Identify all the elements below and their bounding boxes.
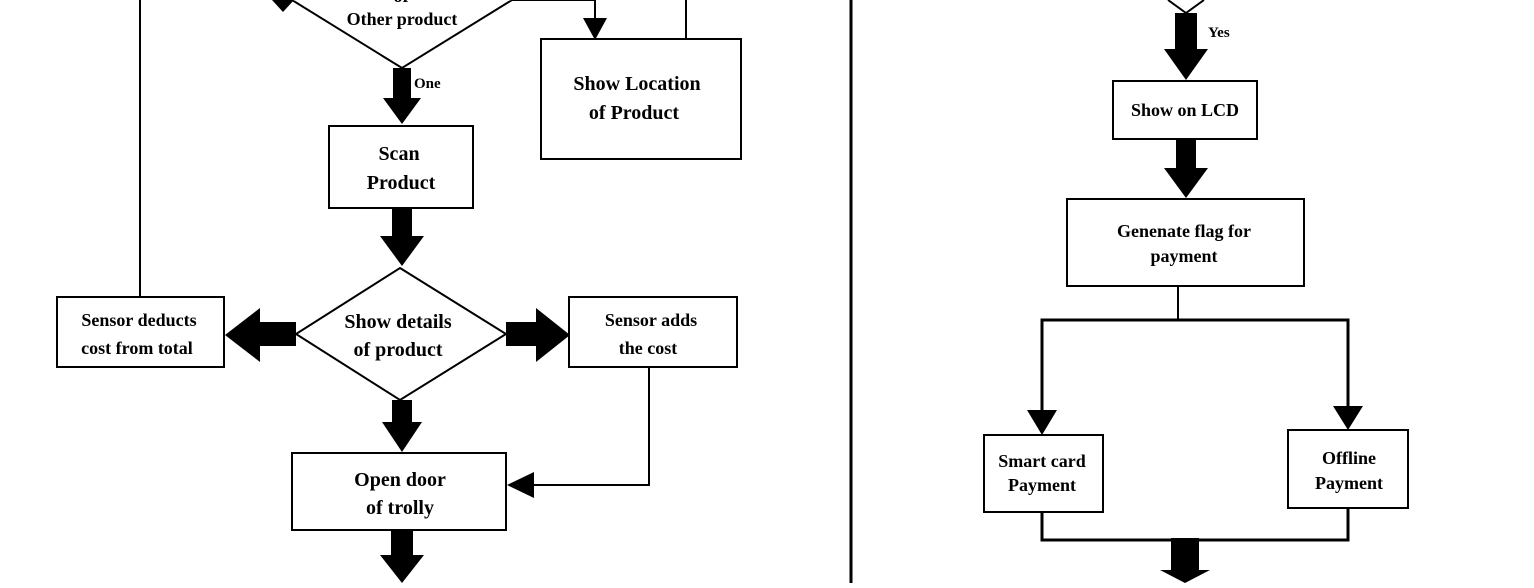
generate-flag-line1: Genenate flag for [1117, 221, 1251, 241]
arrowhead-show-location [583, 18, 607, 40]
show-details-diamond [294, 266, 508, 402]
thick-arrowhead-deducts [225, 308, 260, 362]
sensor-deducts-line1: Sensor deducts [81, 310, 196, 330]
thick-arrowhead-lcd [1164, 168, 1208, 198]
connector-split [1040, 318, 1350, 412]
thick-arrowhead-exit [380, 555, 424, 583]
sensor-adds-line2: the cost [619, 338, 677, 358]
edge-label-one: One [414, 76, 441, 92]
thick-arrowhead-adds [536, 308, 570, 362]
show-location-box [540, 38, 742, 160]
show-details-line1: Show details [344, 311, 451, 333]
thick-arrow-shaft-deducts [256, 322, 296, 346]
decision-top-line1: or [394, 0, 411, 6]
arrowhead-into-decision [272, 0, 294, 12]
scan-product-line1: Scan [378, 143, 419, 165]
show-lcd-label: Show on LCD [1131, 100, 1239, 120]
arrowhead-offline [1333, 406, 1363, 430]
decision-top-line2: Other product [347, 9, 458, 29]
smart-card-box [983, 434, 1104, 513]
thick-arrow-shaft-exit [391, 530, 413, 556]
thick-arrow-shaft-adds [506, 322, 540, 346]
offline-box [1287, 429, 1409, 509]
smart-card-line1: Smart card [998, 451, 1085, 471]
sensor-deducts-line2: cost from total [81, 338, 193, 358]
open-door-line2: of trolly [366, 497, 434, 519]
arrowhead-adds-to-door [507, 472, 534, 498]
arrowhead-smart-card [1027, 410, 1057, 435]
thick-arrowhead-door [382, 422, 422, 452]
thick-arrow-shaft-merge [1171, 538, 1199, 572]
sensor-deducts-box [56, 296, 225, 368]
scan-product-line2: Product [367, 172, 436, 194]
smart-card-line2: Payment [1008, 475, 1076, 495]
show-details-line2: of product [353, 339, 442, 361]
open-door-line1: Open door [354, 469, 446, 491]
scan-product-box [328, 125, 474, 209]
sensor-adds-box [568, 296, 738, 368]
show-location-line2: of Product [589, 102, 680, 124]
connector-to-show-location [512, 0, 596, 22]
thick-arrowhead-scan [380, 236, 424, 266]
thick-arrow-shaft-lcd [1176, 139, 1196, 171]
thick-arrowhead-merge [1160, 570, 1210, 583]
thick-arrowhead-yes [1164, 49, 1208, 80]
thick-arrow-shaft-scan [392, 208, 412, 238]
generate-flag-line2: payment [1151, 246, 1218, 266]
generate-flag-box [1066, 198, 1305, 287]
thick-arrowhead-one [383, 98, 421, 124]
show-location-line1: Show Location [573, 73, 700, 95]
thick-arrow-shaft-yes [1175, 13, 1197, 51]
offline-line1: Offline [1322, 448, 1376, 468]
thick-arrow-shaft-door [392, 400, 412, 424]
sensor-adds-line1: Sensor adds [605, 310, 697, 330]
edge-label-yes: Yes [1208, 25, 1230, 41]
offline-line2: Payment [1315, 473, 1383, 493]
open-door-box [291, 452, 507, 531]
decision-tip-right [1167, 0, 1205, 15]
thick-arrow-shaft-one [393, 68, 411, 100]
connector-adds-to-door [530, 367, 650, 486]
